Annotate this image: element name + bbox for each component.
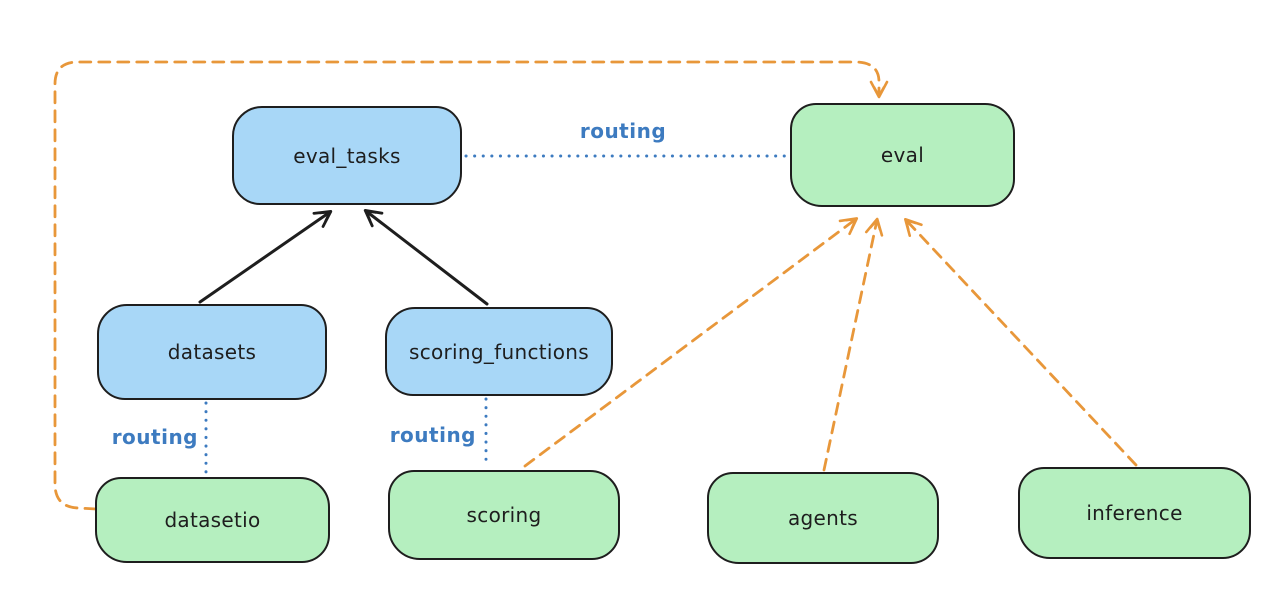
edge-label-routing-eval-tasks-eval: routing <box>579 119 667 143</box>
node-datasetio: datasetio <box>95 477 330 563</box>
node-scoring: scoring <box>388 470 620 560</box>
edge-inference-to-eval <box>904 217 1138 467</box>
edge-agents-to-eval <box>822 217 884 472</box>
edge-scoring-functions-to-eval-tasks <box>363 208 489 306</box>
node-scoring-functions: scoring_functions <box>385 307 613 396</box>
node-eval: eval <box>790 103 1015 207</box>
edge-label-routing-datasets-datasetio: routing <box>111 425 198 449</box>
edge-label-routing-scoring-functions-scoring: routing <box>389 423 476 447</box>
node-datasets: datasets <box>97 304 327 400</box>
node-eval-tasks: eval_tasks <box>232 106 462 205</box>
node-inference: inference <box>1018 467 1251 559</box>
edge-datasets-to-eval-tasks <box>198 210 333 304</box>
node-agents: agents <box>707 472 939 564</box>
